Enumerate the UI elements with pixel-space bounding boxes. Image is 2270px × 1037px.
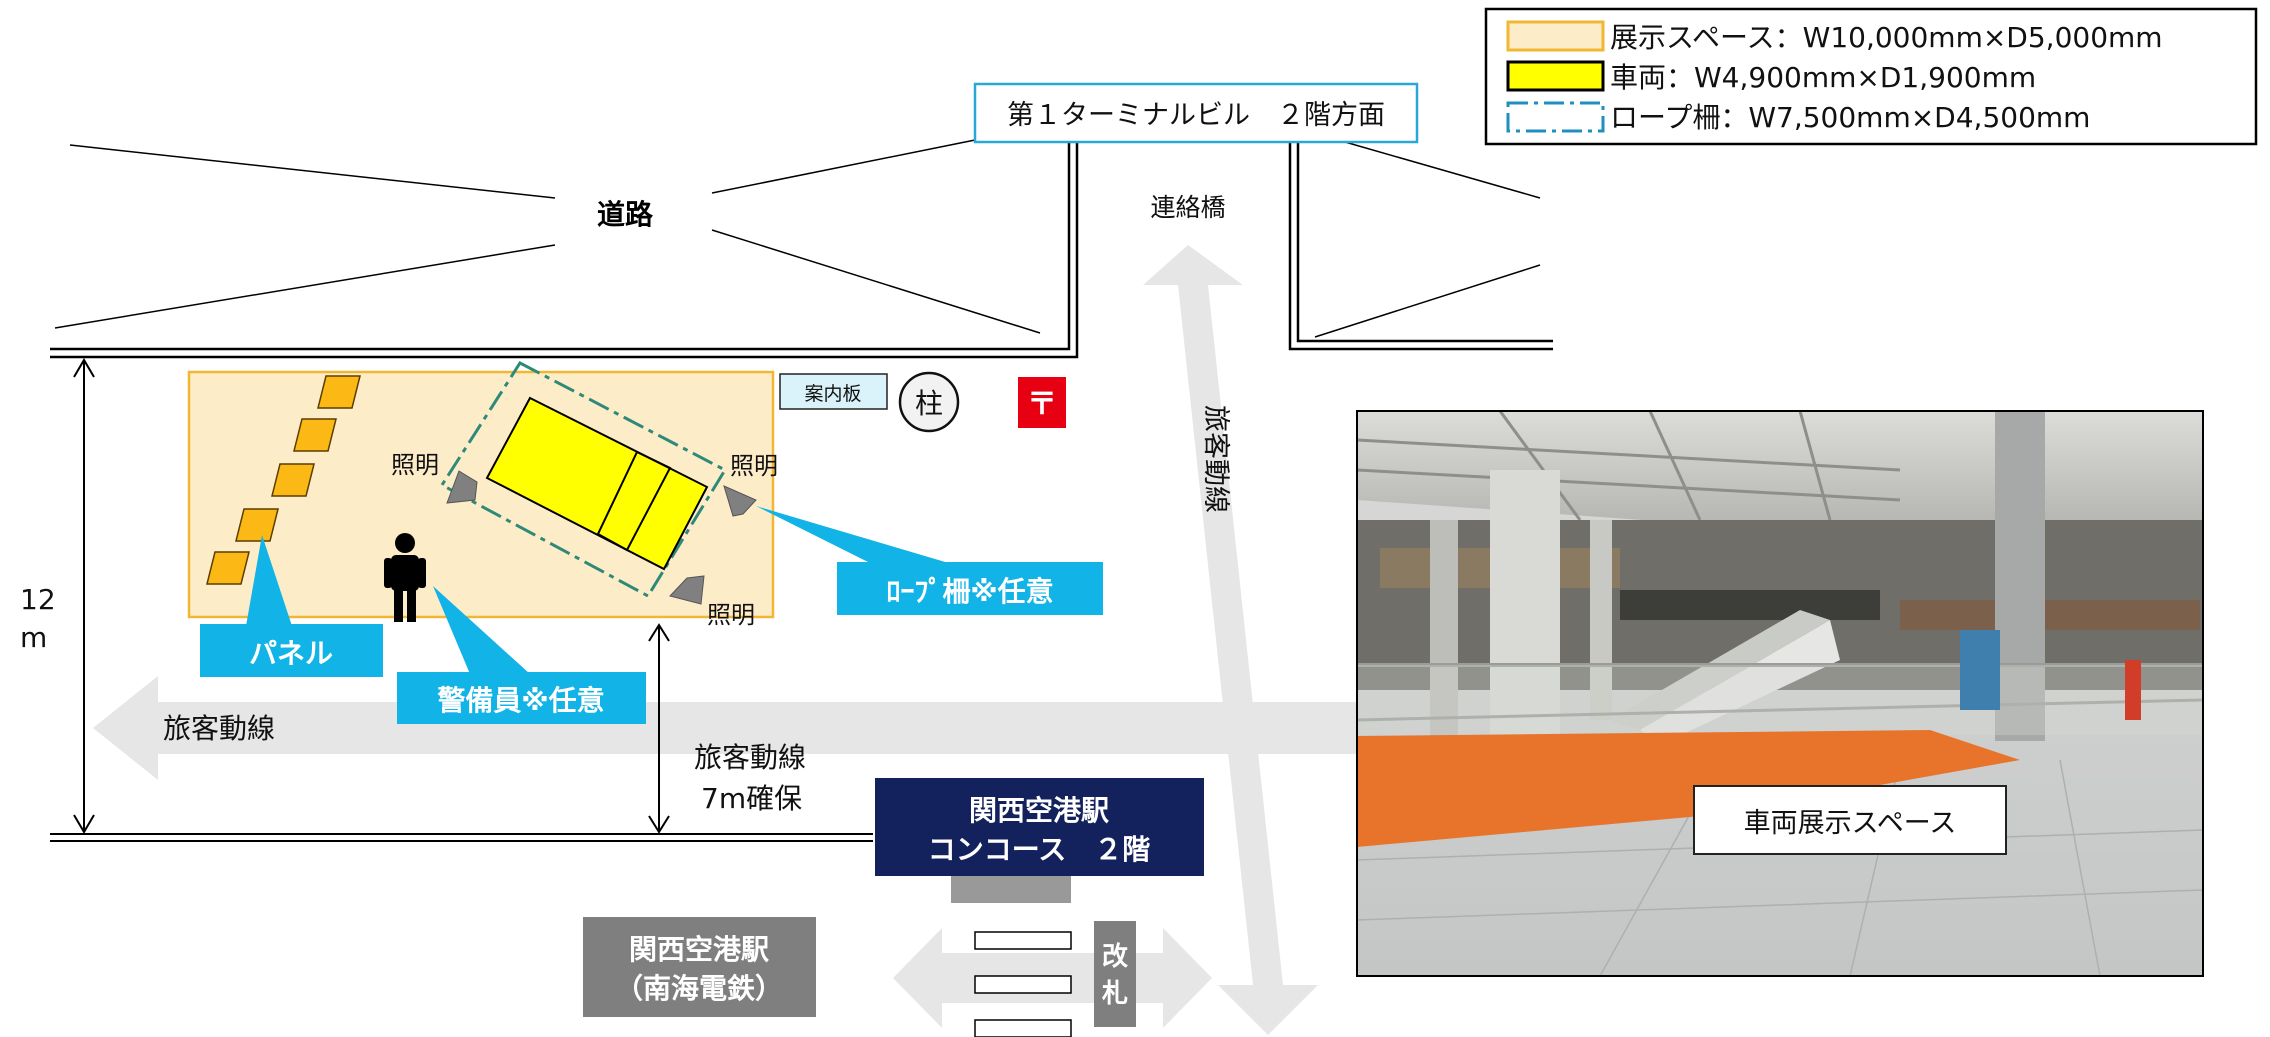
flow-secured-label-1: 旅客動線 <box>694 741 806 774</box>
gate-label-2: 札 <box>1102 979 1128 1009</box>
lights <box>446 470 757 605</box>
terminal-label: 第１ターミナルビル ２階方面 <box>1007 100 1385 131</box>
venue-photo <box>1356 410 2204 977</box>
vertical-flow-label: 旅客動線 <box>1200 405 1231 513</box>
legend: 展示スペース：W10,000mm×D5,000mm 車両：W4,900mm×D1… <box>1484 7 2258 146</box>
width-dimension-number: 12 <box>20 583 56 616</box>
panel-4 <box>235 508 279 542</box>
bridge-label: 連絡橋 <box>1150 193 1225 222</box>
legend-label-car: 車両：W4,900mm×D1,900mm <box>1610 61 2036 94</box>
guard-callout: 警備員※任意 <box>397 586 646 724</box>
legend-swatch-rope <box>1506 101 1605 133</box>
legend-label-rope: ロープ柵：W7,500mm×D4,500mm <box>1610 101 2090 134</box>
road-area: 道路 <box>54 139 1541 338</box>
flow-dimension <box>648 623 670 834</box>
guard-person-icon <box>384 533 426 622</box>
terminal-box <box>973 82 1419 144</box>
horizontal-flow-label: 旅客動線 <box>163 712 275 745</box>
nankai-label-2: （南海電鉄） <box>615 972 783 1005</box>
light-right-icon <box>723 485 757 517</box>
panel-callout: パネル <box>200 535 383 677</box>
light-left-icon <box>446 470 478 504</box>
guard-callout-label: 警備員※任意 <box>437 684 604 717</box>
gate-box <box>1094 921 1136 1027</box>
gate-label-1: 改 <box>1102 941 1128 972</box>
light-label-1: 照明 <box>391 451 439 479</box>
panel-5 <box>206 551 250 585</box>
stair-block <box>951 876 1071 903</box>
concourse-label-1: 関西空港駅 <box>969 794 1109 827</box>
rope-callout-label: ﾛｰﾌﾟ柵※任意 <box>886 575 1053 608</box>
pillar-icon <box>898 371 960 433</box>
rope-callout: ﾛｰﾌﾟ柵※任意 <box>756 506 1103 615</box>
building-wall <box>50 100 1553 842</box>
nankai-box <box>583 917 816 1017</box>
info-board <box>779 373 888 410</box>
panels <box>206 375 361 585</box>
light-bottom-icon <box>669 575 705 605</box>
panel-3 <box>271 463 315 497</box>
flow-secured-label-2: 7m確保 <box>701 782 802 815</box>
road-label: 道路 <box>597 198 654 231</box>
post-box-icon <box>1018 377 1066 428</box>
concourse-box <box>875 778 1204 876</box>
legend-label-exhibit: 展示スペース：W10,000mm×D5,000mm <box>1610 21 2163 54</box>
photo-exhibit-floor <box>1357 730 2020 847</box>
car <box>485 396 709 571</box>
legend-swatch-exhibit <box>1506 20 1605 52</box>
info-board-label: 案内板 <box>804 383 861 405</box>
panel-1 <box>317 375 361 409</box>
panel-callout-label: パネル <box>249 637 333 670</box>
photo-caption: 車両展示スペース <box>1693 785 2007 855</box>
turnstiles <box>974 931 1072 1037</box>
width-dimension-unit: m <box>20 621 47 654</box>
post-mark-icon: 〒 <box>1027 387 1057 422</box>
panel-2 <box>293 418 337 452</box>
width-dimension <box>73 358 95 834</box>
light-label-3: 照明 <box>707 601 755 629</box>
vertical-flow-arrow <box>1143 245 1318 1035</box>
legend-swatch-car <box>1506 60 1605 92</box>
concourse-label-2: コンコース ２階 <box>928 833 1151 866</box>
nankai-label-1: 関西空港駅 <box>629 933 769 966</box>
pillar-label: 柱 <box>915 387 943 420</box>
light-label-2: 照明 <box>730 452 778 480</box>
